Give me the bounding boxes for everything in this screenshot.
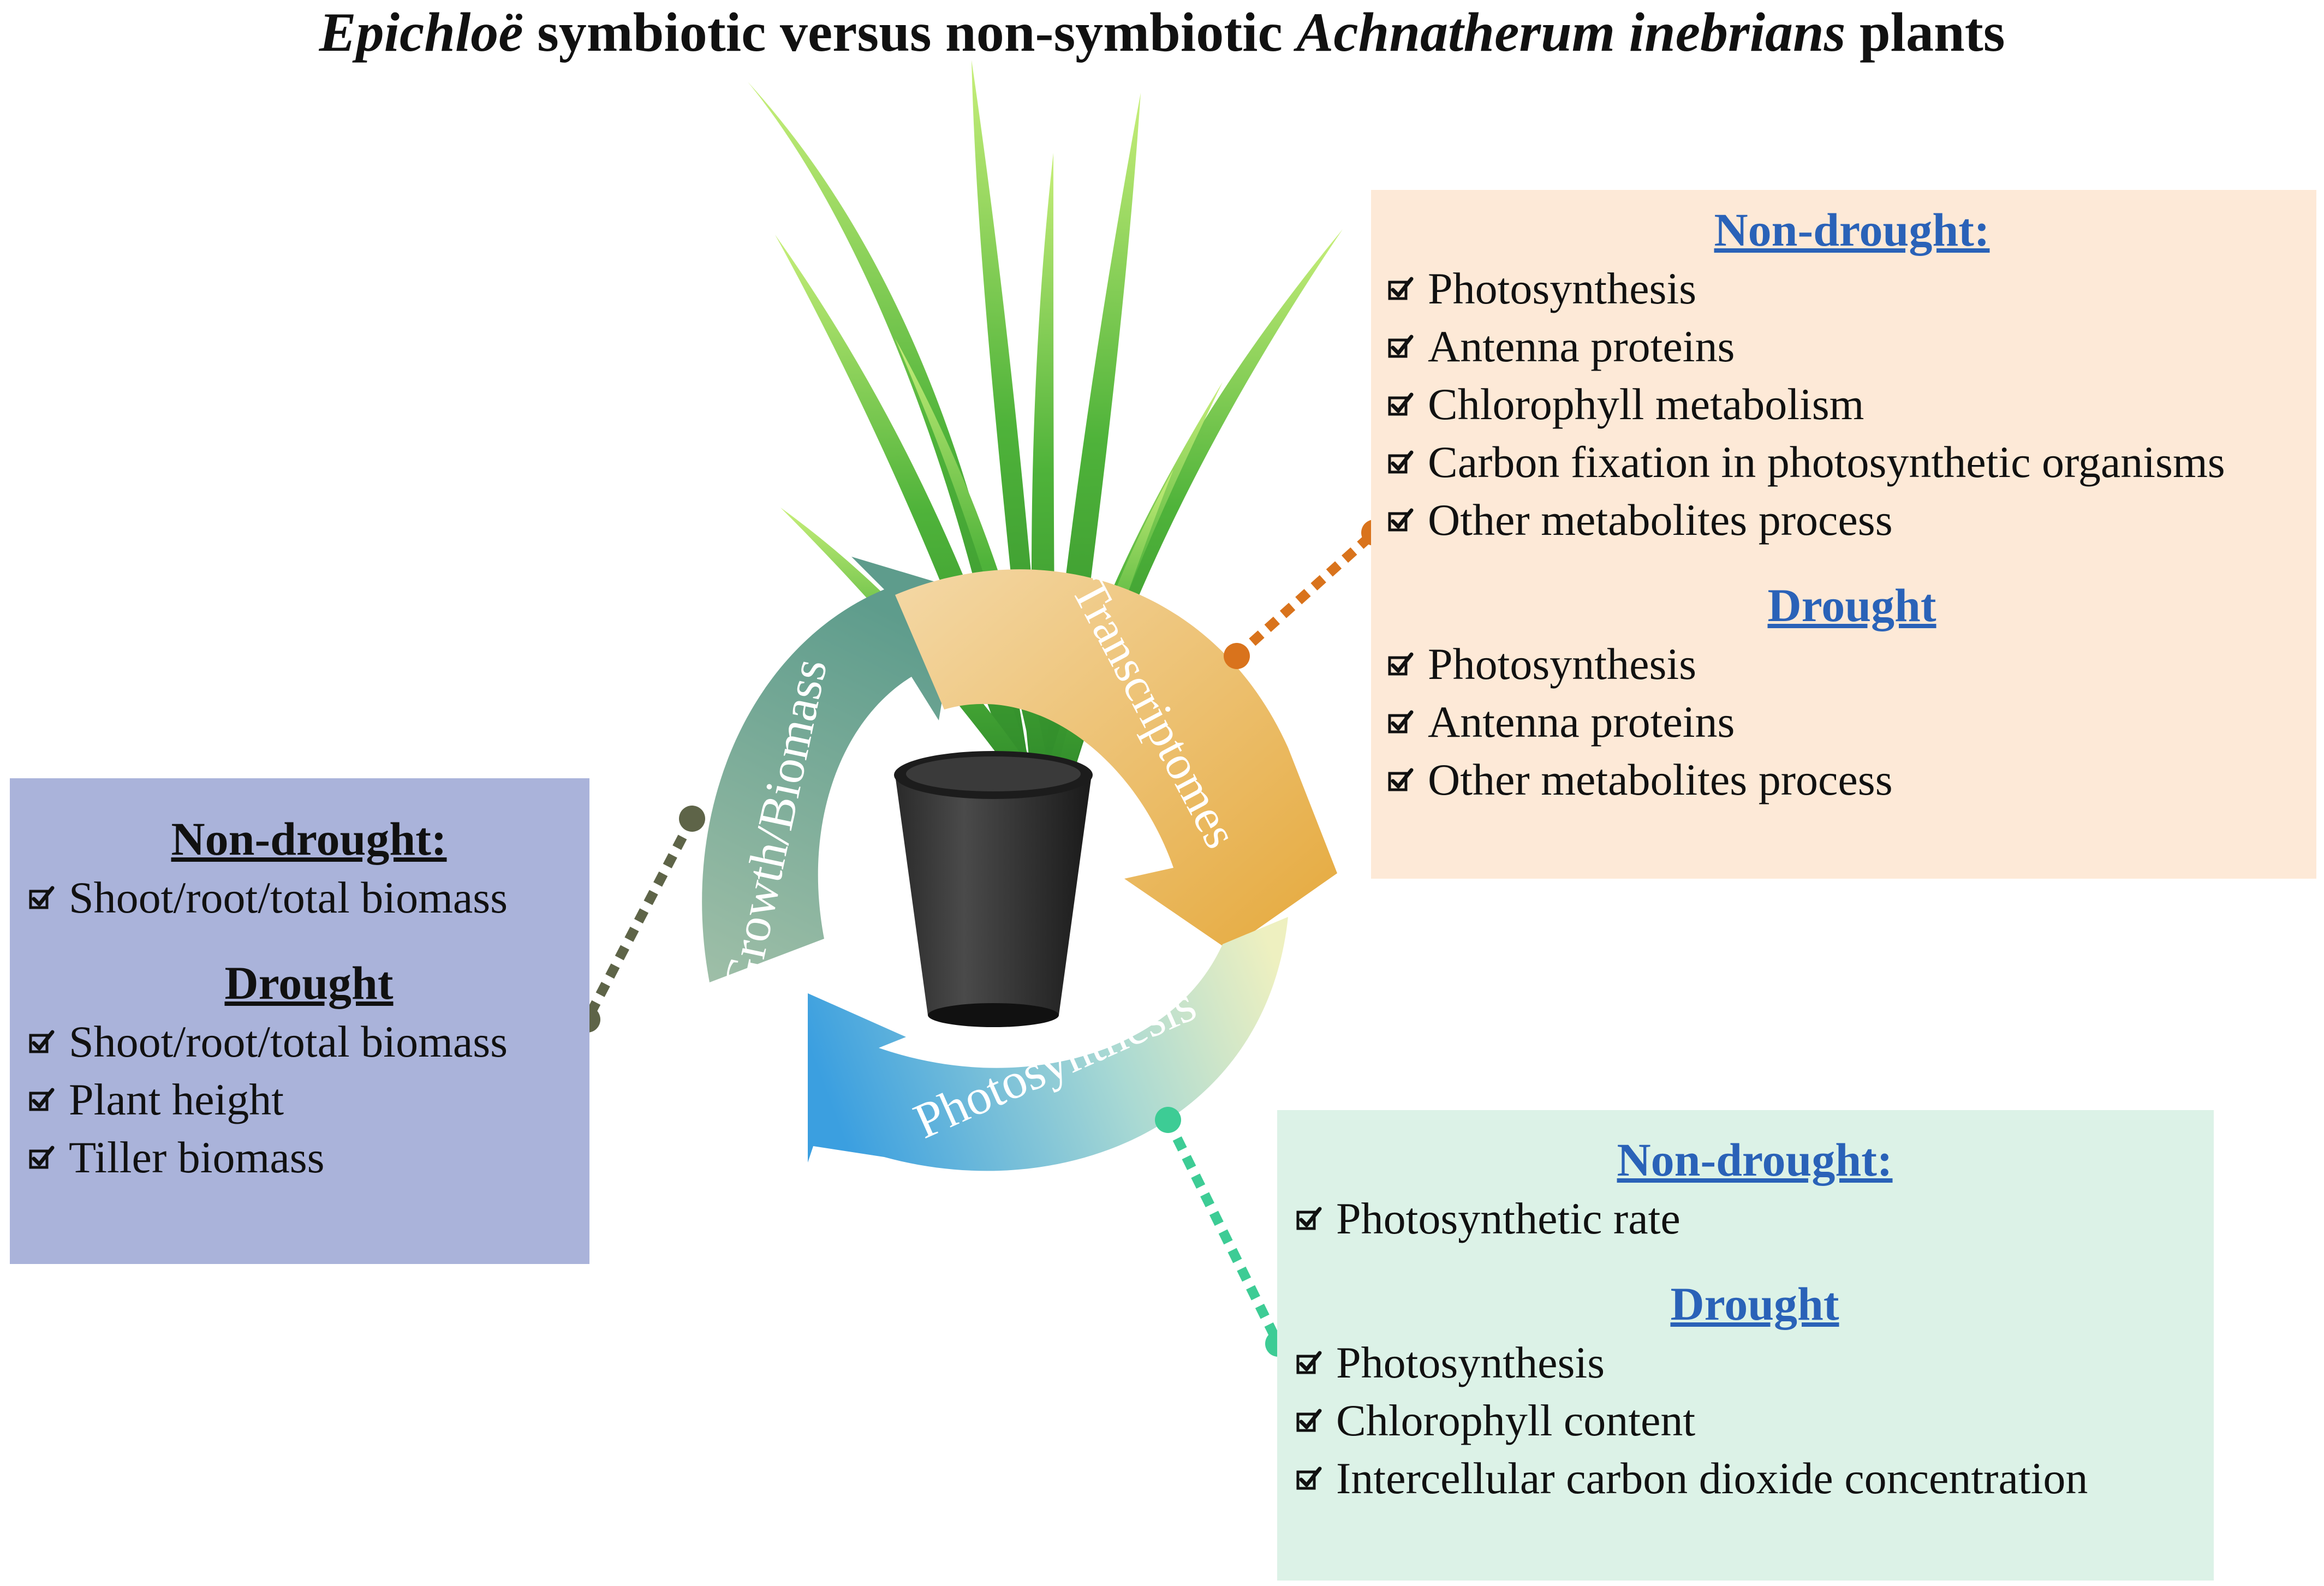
- transcriptomes-drought-heading: Drought: [1767, 579, 1936, 631]
- growth-nondrought-list: Shoot/root/total biomass: [28, 869, 589, 927]
- list-item-label: Other metabolites process: [1428, 495, 1893, 545]
- list-item: Chlorophyll content: [1296, 1392, 2214, 1450]
- list-item-label: Intercellular carbon dioxide concentrati…: [1336, 1453, 2088, 1503]
- checkbox-checked-icon: [1387, 449, 1414, 475]
- list-item: Other metabolites process: [1387, 491, 2316, 549]
- list-item: Antenna proteins: [1387, 693, 2316, 751]
- checkbox-checked-icon: [1387, 507, 1414, 533]
- checkbox-checked-icon: [1296, 1408, 1322, 1434]
- transcriptomes-connector: [1224, 520, 1387, 669]
- growth-nondrought-heading: Non-drought:: [171, 813, 447, 865]
- checkbox-checked-icon: [28, 1029, 55, 1055]
- checkbox-checked-icon: [1387, 333, 1414, 360]
- list-item-label: Shoot/root/total biomass: [69, 1017, 508, 1066]
- list-item: Photosynthesis: [1387, 260, 2316, 318]
- photosynthesis-panel: Non-drought: Photosynthetic rate Drought…: [1277, 1110, 2214, 1581]
- list-item-label: Chlorophyll metabolism: [1428, 379, 1864, 429]
- list-item-label: Other metabolites process: [1428, 755, 1893, 804]
- list-item-label: Antenna proteins: [1428, 697, 1735, 747]
- list-item: Shoot/root/total biomass: [28, 1013, 589, 1071]
- checkbox-checked-icon: [28, 1087, 55, 1113]
- growth-biomass-arrow: [702, 557, 961, 982]
- list-item-label: Carbon fixation in photosynthetic organi…: [1428, 437, 2225, 487]
- growth-connector: [574, 806, 705, 1033]
- list-item: Shoot/root/total biomass: [28, 869, 589, 927]
- title-species: Achnatherum inebrians: [1296, 2, 1846, 63]
- title-middle: symbiotic versus non-symbiotic: [523, 2, 1297, 63]
- checkbox-checked-icon: [1387, 709, 1414, 735]
- plant-pot-icon: [894, 751, 1093, 1027]
- list-item-label: Plant height: [69, 1075, 284, 1124]
- list-item: Photosynthesis: [1387, 635, 2316, 693]
- list-item: Antenna proteins: [1387, 318, 2316, 375]
- photosynthesis-nondrought-heading: Non-drought:: [1617, 1134, 1893, 1186]
- checkbox-checked-icon: [1387, 767, 1414, 793]
- list-item: Plant height: [28, 1071, 589, 1129]
- growth-biomass-panel: Non-drought: Shoot/root/total biomass Dr…: [10, 778, 589, 1264]
- list-item-label: Photosynthesis: [1428, 264, 1697, 313]
- list-item: Carbon fixation in photosynthetic organi…: [1387, 433, 2316, 491]
- checkbox-checked-icon: [1296, 1206, 1322, 1232]
- list-item: Chlorophyll metabolism: [1387, 375, 2316, 433]
- checkbox-checked-icon: [1387, 651, 1414, 677]
- checkbox-checked-icon: [1387, 391, 1414, 418]
- title-end: plants: [1845, 2, 2005, 63]
- list-item: Tiller biomass: [28, 1129, 589, 1186]
- growth-drought-heading: Drought: [224, 957, 394, 1009]
- list-item: Photosynthetic rate: [1296, 1190, 2214, 1248]
- list-item-label: Tiller biomass: [69, 1132, 325, 1182]
- photosynthesis-connector: [1155, 1107, 1291, 1357]
- title-genus-epichloe: Epichloë: [319, 2, 523, 63]
- list-item: Other metabolites process: [1387, 751, 2316, 809]
- list-item: Intercellular carbon dioxide concentrati…: [1296, 1450, 2214, 1507]
- checkbox-checked-icon: [28, 1144, 55, 1171]
- list-item-label: Photosynthesis: [1336, 1338, 1605, 1387]
- list-item-label: Photosynthetic rate: [1336, 1194, 1681, 1243]
- list-item: Photosynthesis: [1296, 1334, 2214, 1392]
- list-item-label: Antenna proteins: [1428, 321, 1735, 371]
- checkbox-checked-icon: [1296, 1465, 1322, 1492]
- checkbox-checked-icon: [1387, 276, 1414, 302]
- transcriptomes-arrow: [895, 569, 1337, 950]
- figure-title: Epichloë symbiotic versus non-symbiotic …: [0, 0, 2324, 71]
- list-item-label: Chlorophyll content: [1336, 1396, 1696, 1445]
- list-item-label: Shoot/root/total biomass: [69, 873, 508, 922]
- transcriptomes-nondrought-heading: Non-drought:: [1714, 204, 1990, 256]
- photosynthesis-nondrought-list: Photosynthetic rate: [1296, 1190, 2214, 1248]
- checkbox-checked-icon: [28, 885, 55, 911]
- list-item-label: Photosynthesis: [1428, 639, 1697, 689]
- photosynthesis-drought-heading: Drought: [1670, 1278, 1839, 1330]
- checkbox-checked-icon: [1296, 1350, 1322, 1376]
